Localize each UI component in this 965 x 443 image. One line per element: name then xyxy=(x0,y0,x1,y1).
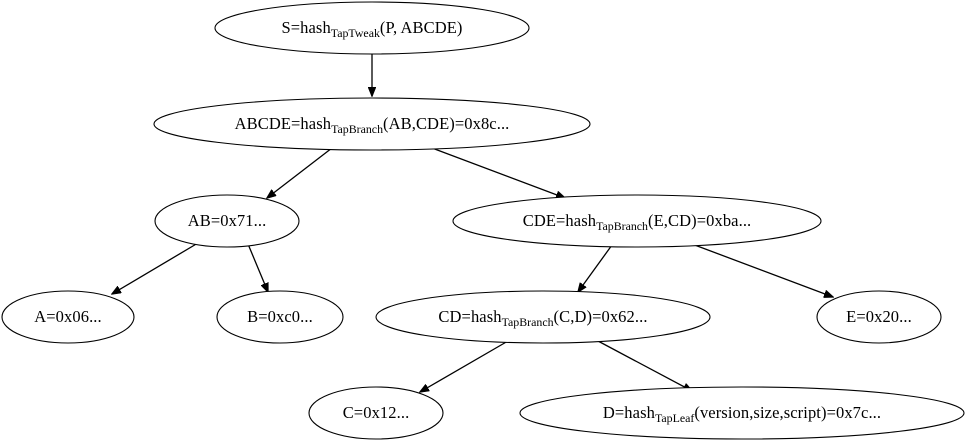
edge-cde-to-cd xyxy=(578,244,613,292)
node-ab[interactable] xyxy=(154,194,300,248)
node-abcde[interactable] xyxy=(153,97,591,151)
edge-cde-to-e xyxy=(691,243,833,297)
edge-ab-to-a xyxy=(112,242,199,294)
edge-cd-to-c xyxy=(420,340,509,392)
node-cde[interactable] xyxy=(452,194,822,248)
node-e[interactable] xyxy=(816,290,942,344)
node-c[interactable] xyxy=(308,386,444,440)
node-cd[interactable] xyxy=(375,290,711,344)
edge-abcde-to-ab xyxy=(267,147,333,198)
node-b[interactable] xyxy=(216,290,344,344)
edges-group xyxy=(112,54,833,392)
node-a[interactable] xyxy=(1,290,135,344)
edge-abcde-to-cde xyxy=(431,147,565,198)
edge-cd-to-d xyxy=(597,340,692,391)
edge-ab-to-b xyxy=(247,243,268,292)
node-d[interactable] xyxy=(519,386,965,440)
node-s[interactable] xyxy=(214,1,530,55)
